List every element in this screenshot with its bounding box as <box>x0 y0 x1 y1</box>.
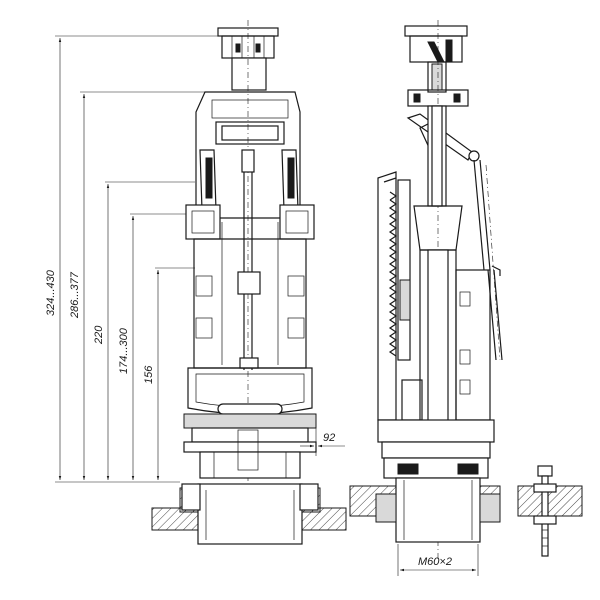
dim-label-174: 174...300 <box>118 327 130 374</box>
dim-label-220: 220 <box>93 325 105 345</box>
dim-label-92: 92 <box>323 432 335 444</box>
dimension-lines <box>55 35 225 483</box>
front-view <box>151 20 347 545</box>
spring <box>388 191 398 357</box>
side-view <box>349 20 583 576</box>
dim-label-overflow: 286...377 <box>69 271 81 319</box>
dim-label-156: 156 <box>143 365 155 384</box>
dim-label-total: 324...430 <box>45 269 57 316</box>
dim-label-thread: M60×2 <box>418 556 452 568</box>
